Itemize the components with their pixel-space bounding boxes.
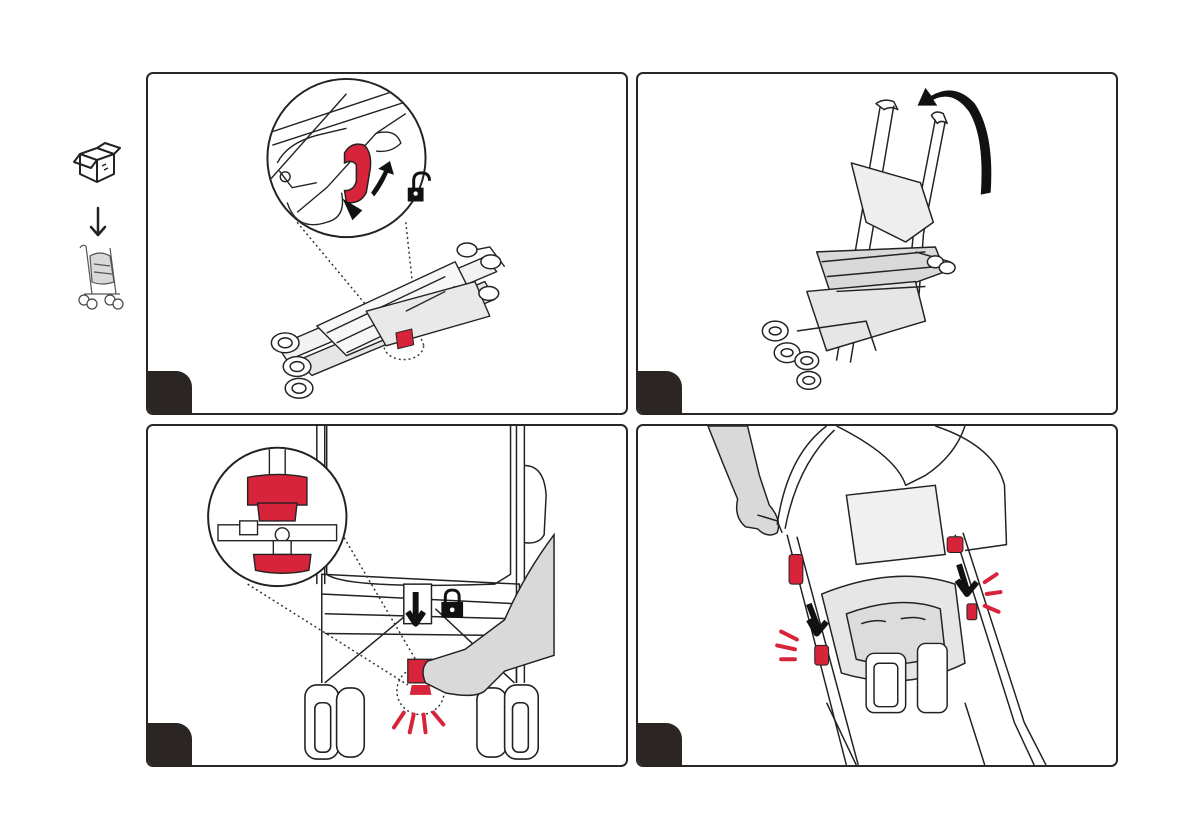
lock-pedal-illustration — [148, 426, 626, 765]
step-panel-3 — [146, 424, 628, 767]
folded-stroller-illustration — [148, 74, 626, 413]
step-number-badge — [636, 723, 682, 767]
stroller-thumbnail — [72, 242, 124, 312]
unfolding-stroller-illustration — [638, 74, 1116, 413]
step-number-badge — [146, 723, 192, 767]
step-number-badge — [146, 371, 192, 415]
box-icon — [72, 140, 122, 186]
side-lock-illustration — [638, 426, 1116, 765]
step-panel-4 — [636, 424, 1118, 767]
lock-icon — [441, 590, 463, 618]
down-arrow-icon — [87, 206, 109, 238]
curved-arrow-icon — [918, 88, 992, 195]
step-panel-2 — [636, 72, 1118, 415]
step-number-badge — [636, 371, 682, 415]
step-panel-1 — [146, 72, 628, 415]
